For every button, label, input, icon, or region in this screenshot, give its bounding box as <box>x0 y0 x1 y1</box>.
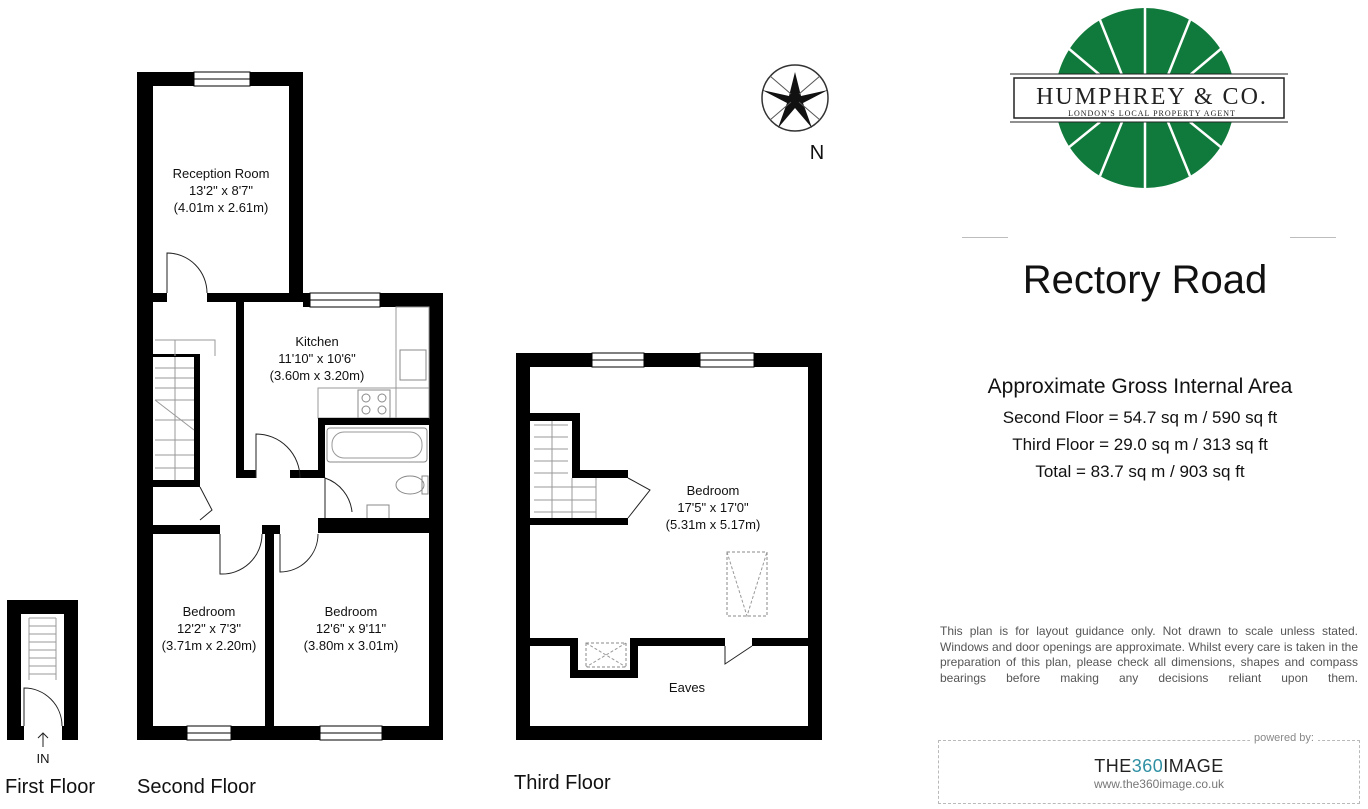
kitchen-imperial: 11'10" x 10'6" <box>278 351 356 366</box>
bedroom-right-imperial: 12'6" x 9'11" <box>316 621 387 636</box>
brand-accent: 360 <box>1131 756 1164 776</box>
bedroom-left-imperial: 12'2" x 7'3" <box>177 621 241 636</box>
third-floor-label: Third Floor <box>514 772 611 794</box>
door-swing <box>255 433 301 479</box>
area-total: Total = 83.7 sq m / 903 sq ft <box>1035 462 1245 481</box>
first-floor-label: First Floor <box>5 776 95 798</box>
bath-icon <box>326 427 428 463</box>
bedroom-left-name: Bedroom <box>183 604 236 619</box>
door-swing <box>166 252 208 294</box>
wall <box>153 354 199 357</box>
skylight-icon <box>726 551 768 617</box>
bedroom-right-name: Bedroom <box>325 604 378 619</box>
wall <box>137 72 153 740</box>
eaves-name: Eaves <box>669 680 706 695</box>
logo-name: HUMPHREY & CO. <box>1036 84 1268 110</box>
wall <box>290 470 320 478</box>
wall <box>289 72 303 302</box>
wall <box>530 638 575 646</box>
reception-room-imperial: 13'2" x 8'7" <box>189 183 253 198</box>
brand-name: THE360IMAGE <box>938 756 1368 777</box>
disclaimer-text: This plan is for layout guidance only. N… <box>940 624 1358 685</box>
wall <box>752 638 808 646</box>
wall <box>236 302 244 477</box>
area-third-floor: Third Floor = 29.0 sq m / 313 sq ft <box>1012 435 1268 454</box>
kitchen-metric: (3.60m x 3.20m) <box>270 368 365 383</box>
door-swing <box>199 486 213 521</box>
powered-by-box <box>938 740 1360 804</box>
wall <box>630 638 638 678</box>
door-swing <box>219 533 263 575</box>
first-floor-plan: IN First Floor <box>5 600 95 798</box>
second-floor-plan: Reception Room 13'2" x 8'7" (4.01m x 2.6… <box>137 71 443 798</box>
stairs <box>534 421 597 518</box>
divider <box>1290 237 1336 238</box>
toilet-icon <box>395 475 425 495</box>
bedroom-left-metric: (3.71m x 2.20m) <box>162 638 257 653</box>
humphrey-logo: HUMPHREY & CO. LONDON'S LOCAL PROPERTY A… <box>1010 8 1288 188</box>
wall <box>137 293 167 302</box>
bedroom-top-imperial: 17'5" x 17'0" <box>677 500 749 515</box>
divider <box>962 237 1008 238</box>
wall <box>207 293 303 302</box>
area-second-floor: Second Floor = 54.7 sq m / 590 sq ft <box>1002 408 1278 427</box>
stairs <box>154 339 216 480</box>
door-swing <box>627 477 651 519</box>
third-floor-plan: Bedroom 17'5" x 17'0" (5.31m x 5.17m) Ea… <box>514 352 822 794</box>
brand-tail: IMAGE <box>1163 756 1224 776</box>
reception-room-name: Reception Room <box>173 166 270 181</box>
bedroom-right-metric: (3.80m x 3.01m) <box>304 638 399 653</box>
reception-room-metric: (4.01m x 2.61m) <box>174 200 269 215</box>
bedroom-top-metric: (5.31m x 5.17m) <box>666 517 761 532</box>
brand-url[interactable]: www.the360image.co.uk <box>1093 777 1225 791</box>
wall <box>236 470 256 478</box>
kitchen-counter <box>317 387 430 419</box>
hob-icon <box>357 389 391 419</box>
powered-by-label: powered by: <box>1250 732 1318 744</box>
entrance-arrow-icon <box>37 732 49 747</box>
entrance-label: IN <box>37 751 50 766</box>
compass-north-label: N <box>810 142 824 164</box>
wall <box>429 293 443 740</box>
kitchen-name: Kitchen <box>295 334 338 349</box>
skylight-icon <box>585 642 627 668</box>
wall <box>318 418 325 478</box>
wall <box>570 670 638 678</box>
wall <box>265 533 274 740</box>
wall <box>570 638 578 678</box>
basin-icon <box>366 504 390 520</box>
property-title: Rectory Road <box>1022 258 1268 302</box>
wall <box>194 354 200 482</box>
wall <box>572 413 580 475</box>
wall <box>153 480 200 487</box>
second-floor-label: Second Floor <box>137 776 256 798</box>
brand-main: THE <box>1094 756 1132 776</box>
door-swing <box>279 533 319 573</box>
wall <box>153 525 220 534</box>
kitchen-counter <box>395 306 430 419</box>
wall <box>137 726 443 740</box>
compass-icon: N <box>761 64 829 164</box>
wall <box>530 518 628 525</box>
wall <box>572 470 628 478</box>
wall <box>318 518 429 533</box>
entry-door-swing <box>23 687 63 727</box>
wall <box>262 525 280 534</box>
bedroom-top-name: Bedroom <box>687 483 740 498</box>
sink-icon <box>399 349 427 381</box>
wall <box>318 418 429 425</box>
area-heading: Approximate Gross Internal Area <box>987 375 1293 398</box>
wall <box>530 413 580 421</box>
logo-tagline: LONDON'S LOCAL PROPERTY AGENT <box>1068 109 1236 118</box>
door-swing <box>324 477 353 518</box>
stairs <box>28 617 57 680</box>
wall <box>630 638 725 646</box>
door-swing <box>724 645 753 665</box>
